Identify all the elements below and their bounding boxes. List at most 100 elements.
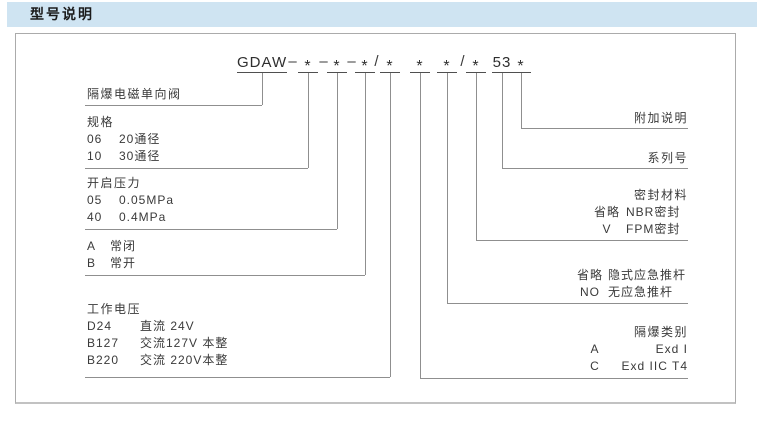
voltage-desc: 直流 24V <box>140 319 195 333</box>
exd-class-code: C <box>590 359 600 373</box>
voltage-code: B220 <box>87 353 120 367</box>
model-code-star-6: * <box>437 54 457 75</box>
exd-class-row: C Exd IIC T4 <box>458 358 688 375</box>
connector-vline-valve <box>262 73 263 105</box>
model-code-star-7: * <box>466 54 486 75</box>
seal-title: 密封材料 <box>633 188 688 202</box>
underline-left-pressure <box>85 229 337 230</box>
section-title: 型号说明 <box>30 6 94 22</box>
model-code-star-8: * <box>511 54 531 75</box>
left-block-pressure: 开启压力 05 0.05MPa 40 0.4MPa <box>87 175 174 226</box>
connector-vline-series <box>502 73 503 168</box>
seal-code: V <box>602 222 612 236</box>
underline-right-series <box>502 168 688 169</box>
connector-vline-seal <box>476 73 477 240</box>
pressure-title: 开启压力 <box>87 176 142 190</box>
spec-row: 10 30通径 <box>87 148 160 165</box>
underline-right-seal <box>476 240 688 241</box>
underline-right-exd-class <box>420 378 688 379</box>
spec-title: 规格 <box>87 115 115 129</box>
voltage-desc: 交流127V 本整 <box>140 336 229 350</box>
voltage-title: 工作电压 <box>87 302 142 316</box>
left-block-nc-no: A 常闭 B 常开 <box>87 238 136 272</box>
model-code-separator: – <box>347 53 357 70</box>
model-code-separator: – <box>319 53 329 70</box>
nc-no-desc: 常开 <box>110 256 137 270</box>
model-code-separator: – <box>288 53 298 70</box>
pressure-code: 40 <box>87 210 103 224</box>
pushrod-code: NO <box>580 285 600 299</box>
model-code-star-3: * <box>355 54 375 75</box>
valve-name-label: 隔爆电磁单向阀 <box>87 87 182 101</box>
series-title: 系列号 <box>647 151 688 165</box>
voltage-row: B220 交流 220V本整 <box>87 352 228 369</box>
nc-no-row: B 常开 <box>87 255 136 272</box>
pressure-desc: 0.4MPa <box>119 210 167 224</box>
seal-row: V FPM密封 <box>458 221 688 238</box>
model-code-prefix: GDAW <box>237 54 288 73</box>
nc-no-code: B <box>87 256 97 270</box>
voltage-desc: 交流 220V本整 <box>140 353 229 367</box>
pushrod-row: NO 无应急推杆 <box>458 284 688 301</box>
exd-class-desc: Exd I <box>655 342 688 356</box>
right-block-extra: 附加说明 <box>458 110 688 127</box>
connector-vline-spec <box>308 73 309 168</box>
connector-vline-exd-class <box>420 73 421 378</box>
model-code-slash: / <box>460 53 466 70</box>
underline-left-voltage <box>85 377 390 378</box>
underline-left-valve <box>85 105 262 106</box>
model-code-star-4: * <box>380 54 400 75</box>
underline-left-spec <box>85 168 308 169</box>
seal-row: 省略 NBR密封 <box>458 204 688 221</box>
left-block-valve-name: 隔爆电磁单向阀 <box>87 86 182 103</box>
connector-vline-nc-no <box>365 73 366 275</box>
diagram-box <box>15 33 736 404</box>
section-header-bar: 型号说明 <box>7 2 757 27</box>
pushrod-row: 省略 隐式应急推杆 <box>458 267 688 284</box>
model-code-star-5: * <box>410 54 430 75</box>
connector-vline-pushrod <box>447 73 448 303</box>
pressure-desc: 0.05MPa <box>119 193 175 207</box>
right-block-pushrod: 省略 隐式应急推杆 NO 无应急推杆 <box>458 267 688 301</box>
right-block-exd-class: 隔爆类别 A Exd I C Exd IIC T4 <box>458 324 688 375</box>
left-block-spec: 规格 06 20通径 10 30通径 <box>87 114 160 165</box>
spec-desc: 20通径 <box>119 132 161 146</box>
voltage-row: B127 交流127V 本整 <box>87 335 228 352</box>
pressure-row: 05 0.05MPa <box>87 192 174 209</box>
underline-right-pushrod <box>447 303 688 304</box>
connector-vline-voltage <box>390 73 391 377</box>
model-code-series: 53 <box>492 54 512 73</box>
model-code-star-1: * <box>298 54 318 75</box>
model-code-star-2: * <box>327 54 347 75</box>
exd-class-desc: Exd IIC T4 <box>621 359 688 373</box>
connector-vline-pressure <box>337 73 338 229</box>
voltage-code: D24 <box>87 319 113 333</box>
seal-desc: FPM密封 <box>626 222 681 236</box>
pushrod-desc: 隐式应急推杆 <box>608 268 687 282</box>
pressure-row: 40 0.4MPa <box>87 209 174 226</box>
left-block-voltage: 工作电压 D24 直流 24V B127 交流127V 本整 B220 交流 2… <box>87 301 228 369</box>
spec-code: 06 <box>87 132 103 146</box>
underline-right-extra <box>521 128 688 129</box>
seal-code: 省略 <box>593 205 620 219</box>
exd-class-code: A <box>590 342 600 356</box>
pushrod-desc: 无应急推杆 <box>608 285 674 299</box>
exd-class-title: 隔爆类别 <box>633 325 688 339</box>
underline-left-nc-no <box>85 275 365 276</box>
pushrod-code: 省略 <box>576 268 603 282</box>
right-block-seal: 密封材料 省略 NBR密封 V FPM密封 <box>458 187 688 238</box>
model-code-slash: / <box>374 53 380 70</box>
voltage-row: D24 直流 24V <box>87 318 228 335</box>
nc-no-row: A 常闭 <box>87 238 136 255</box>
nc-no-desc: 常闭 <box>110 239 137 253</box>
exd-class-row: A Exd I <box>458 341 688 358</box>
seal-desc: NBR密封 <box>626 205 681 219</box>
pressure-code: 05 <box>87 193 103 207</box>
voltage-code: B127 <box>87 336 120 350</box>
spec-desc: 30通径 <box>119 149 161 163</box>
spec-row: 06 20通径 <box>87 131 160 148</box>
extra-title: 附加说明 <box>633 111 688 125</box>
spec-code: 10 <box>87 149 103 163</box>
nc-no-code: A <box>87 239 97 253</box>
